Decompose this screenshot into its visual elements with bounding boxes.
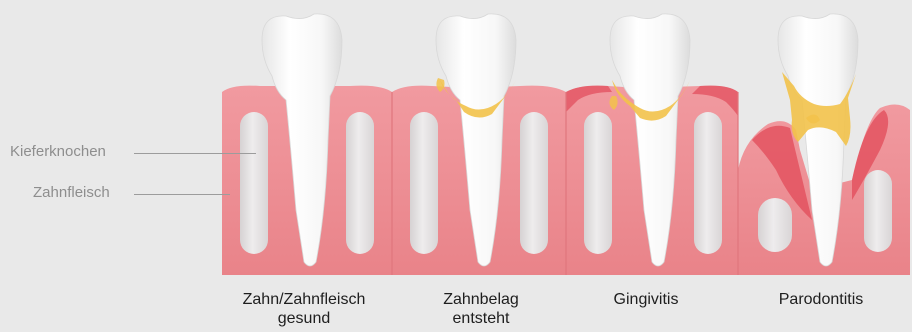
- stage-caption-gingivitis: Gingivitis: [581, 290, 711, 309]
- bone-socket: [240, 112, 268, 254]
- gum-leader-line: [134, 194, 230, 195]
- panel-periodontitis: [738, 14, 910, 275]
- bone-socket: [520, 112, 548, 254]
- bone-leader-line: [134, 153, 256, 154]
- panel-healthy: [222, 14, 392, 275]
- bone-socket: [410, 112, 438, 254]
- bone-socket: [758, 198, 792, 252]
- stage-caption-plaque: Zahnbelag entsteht: [431, 290, 531, 328]
- bone-socket: [864, 170, 892, 252]
- bone-socket: [584, 112, 612, 254]
- bone-label: Kieferknochen: [10, 143, 106, 161]
- bone-socket: [694, 112, 722, 254]
- panel-plaque: [392, 14, 566, 275]
- stage-caption-periodontitis: Parodontitis: [751, 290, 891, 309]
- bone-socket: [346, 112, 374, 254]
- gum-label: Zahnfleisch: [33, 184, 110, 202]
- stage-caption-healthy: Zahn/Zahnfleisch gesund: [226, 290, 382, 328]
- panel-gingivitis: [566, 14, 738, 275]
